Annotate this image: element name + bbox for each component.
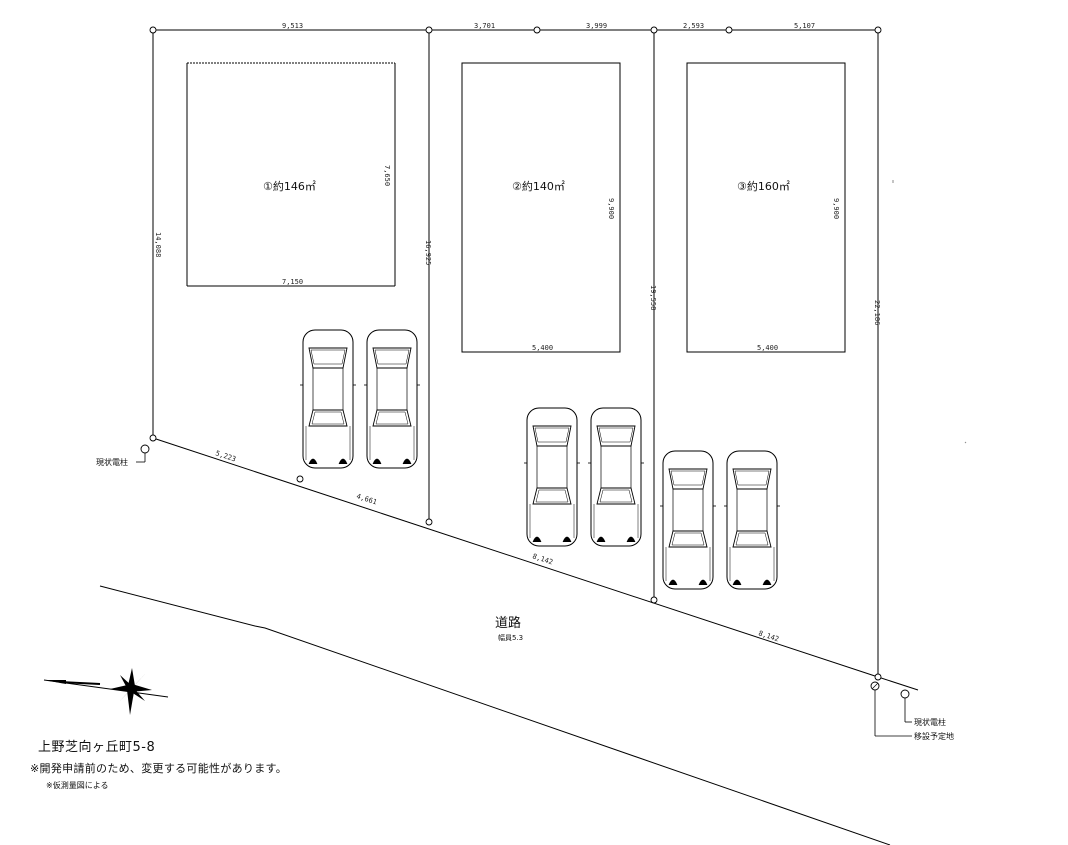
lot-1-depth: 7,650 [383,165,391,186]
side-dim-4: 22,186 [873,300,881,325]
utility-pole-left: 現状電柱 [96,444,150,467]
disclaimer-note: ※開発申請前のため、変更する可能性があります。 [30,762,288,775]
lot-1-building: ①約146㎡ 7,150 7,650 [186,62,396,287]
top-dim-5: 5,107 [794,22,815,30]
site-boundary [152,29,919,691]
pole-right-current-label: 現状電柱 [914,717,946,727]
pole-right-planned-label: 移設予定地 [914,731,954,741]
road-dim-1: 5,223 [214,449,237,463]
utility-pole-icon [900,689,910,699]
survey-source-note: ※仮測量図による [46,781,109,790]
lot-3-depth: 9,900 [832,198,840,219]
car-icon [523,407,581,547]
lot-3-width: 5,400 [757,344,778,352]
lot-1-label: ①約146㎡ [263,179,316,193]
road-label: 道路 [495,615,521,631]
lot-3-label: ③約160㎡ [737,179,790,193]
car-icon [659,450,717,590]
road-width: 幅員5.3 [498,633,523,642]
utility-pole-icon [140,444,150,454]
car-icon [363,329,421,469]
address: 上野芝向ヶ丘町5-8 [38,740,156,755]
lot-2-building: ②約140㎡ 5,400 9,900 [461,62,621,353]
top-dim-1: 9,513 [282,22,303,30]
lot-1-width: 7,150 [282,278,303,286]
car-icon [587,407,645,547]
compass-icon [43,668,169,715]
side-dim-2: 16,925 [424,240,432,265]
lot-2-label: ②約140㎡ [512,179,565,193]
utility-pole-right: 現状電柱 移設予定地 [870,681,954,741]
side-dim-3: 19,558 [649,285,657,310]
lot-2-depth: 9,900 [607,198,615,219]
top-dim-4: 2,593 [683,22,704,30]
top-dim-2: 3,701 [474,22,495,30]
side-dim-1: 14,088 [154,232,162,257]
boundary-markers [149,26,882,681]
lot-2-width: 5,400 [532,344,553,352]
car-icon [299,329,357,469]
road-dim-2: 4,661 [355,492,378,506]
lot-3-building: ③約160㎡ 5,400 9,900 [686,62,846,353]
pole-left-label: 現状電柱 [96,457,128,467]
top-dim-3: 3,999 [586,22,607,30]
car-icon [723,450,781,590]
road-opposite-edge [99,585,891,845]
